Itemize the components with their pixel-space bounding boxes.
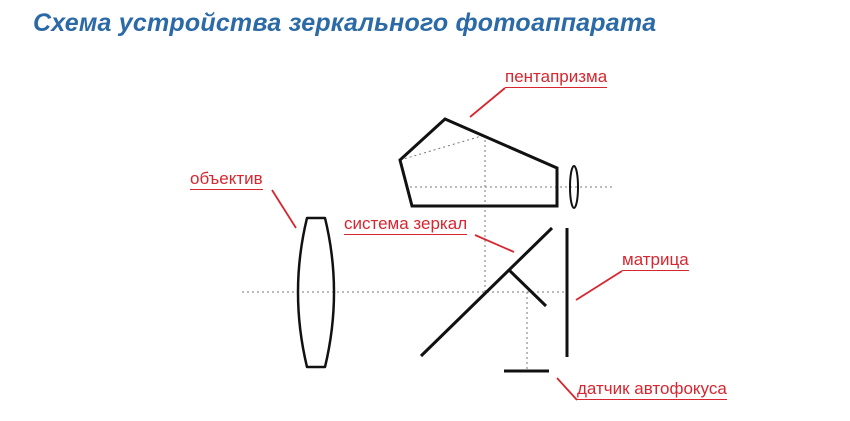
eyepiece-lens: [569, 165, 579, 209]
leader-lens: [271, 189, 297, 229]
secondary-mirror: [507, 268, 548, 308]
lens-shape: [296, 216, 336, 369]
leader-mirrors: [474, 234, 515, 253]
light-path: [242, 134, 612, 371]
leader-pentaprism: [469, 87, 506, 118]
label-sensor: матрица: [622, 250, 689, 271]
main-mirror: [419, 226, 554, 358]
leader-sensor: [575, 270, 623, 301]
leader-autofocus: [556, 377, 578, 401]
label-autofocus-sensor: датчик автофокуса: [577, 379, 727, 400]
page-title: Схема устройства зеркального фотоаппарат…: [33, 9, 657, 37]
leader-lines: [271, 87, 623, 401]
pentaprism-shape: [398, 117, 559, 208]
label-pentaprism: пентапризма: [505, 67, 608, 88]
label-lens: объектив: [190, 169, 263, 190]
label-mirror-system: система зеркал: [344, 214, 468, 235]
